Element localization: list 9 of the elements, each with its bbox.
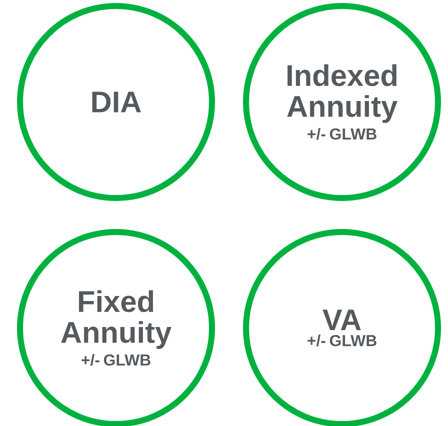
- circle-node: [17, 3, 215, 201]
- circle-heading: Indexed Annuity: [287, 64, 398, 123]
- circle-heading: VA: [322, 310, 361, 330]
- circle-subtitle: +/- GLWB: [82, 354, 150, 366]
- circle-heading: DIA: [92, 92, 141, 112]
- circle-subtitle: +/- GLWB: [308, 334, 376, 346]
- circle-heading: Fixed Annuity: [61, 290, 172, 349]
- circle-node: [243, 3, 441, 201]
- circle-subtitle: +/- GLWB: [308, 128, 376, 140]
